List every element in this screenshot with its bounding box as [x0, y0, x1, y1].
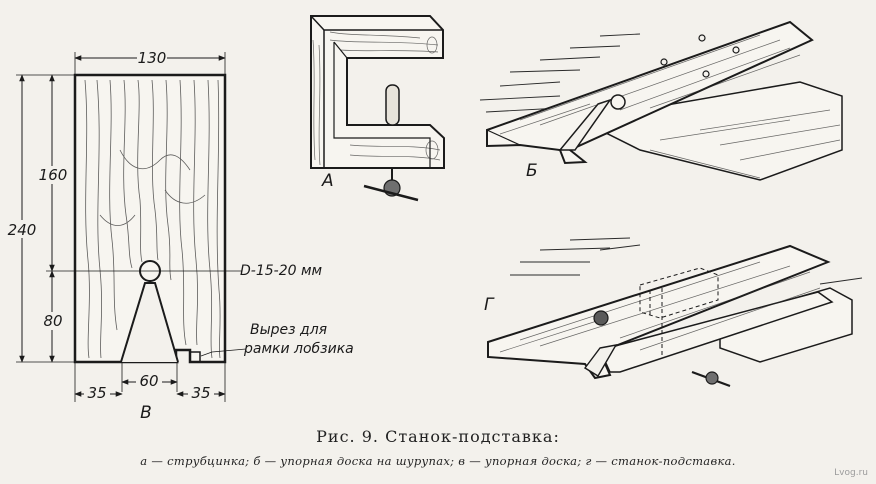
figure-letter-g: Г — [484, 295, 495, 315]
cutout-leader — [200, 348, 247, 357]
stand-hidden-clamp — [639, 267, 719, 356]
table-block — [577, 81, 843, 181]
label-bg — [40, 312, 66, 330]
stand-notch — [583, 344, 618, 377]
clamp-drawing-a: А — [310, 15, 445, 202]
bottom-mid-label: 60 — [139, 372, 158, 390]
clamp-frame — [310, 15, 445, 169]
support-board-edge — [486, 129, 521, 146]
figure-letter-v: В — [140, 403, 152, 423]
board-drawing-v: 130 240 160 80 D-15-20 мм 35 60 35 Вырез… — [4, 48, 354, 423]
stand-hole — [593, 310, 609, 326]
stand-screw-knob — [705, 371, 719, 385]
board-drawing-b: Б — [479, 20, 843, 181]
watermark: Lvog.ru — [834, 468, 868, 478]
wood-grain — [84, 79, 221, 359]
stand-base-board — [598, 291, 834, 373]
label-bg — [136, 372, 162, 388]
cutout-label-line2: рамки лобзика — [243, 341, 354, 357]
clamp-lower-face — [347, 137, 431, 168]
caption-legend: а — струбцинка; б — упорная доска на шур… — [140, 454, 736, 468]
bottom-right-label: 35 — [191, 384, 210, 402]
stand-drawing-g: Г — [484, 237, 863, 388]
label-bg — [84, 384, 110, 400]
figure-letter-a: А — [321, 171, 334, 191]
support-grain — [499, 34, 801, 135]
cutout-label-line1: Вырез для — [250, 322, 327, 338]
label-bg — [4, 220, 40, 238]
figure-letter-b: Б — [526, 161, 538, 181]
clamp-handle — [363, 184, 419, 202]
height-label: 240 — [8, 221, 37, 239]
hole-label: D-15-20 мм — [240, 263, 323, 279]
label-bg — [137, 48, 167, 64]
bottom-left-label: 35 — [87, 384, 106, 402]
caption-title: Рис. 9. Станок-подставка: — [316, 427, 560, 446]
screw-holes — [660, 34, 740, 78]
table-hatching — [479, 33, 641, 113]
stand-top-board — [487, 244, 831, 380]
jigsaw-frame-cutout — [189, 351, 201, 362]
support-hole — [610, 94, 626, 110]
label-bg — [188, 384, 214, 400]
width-label: 130 — [138, 49, 167, 67]
clamp-grain — [312, 31, 441, 166]
stand-table-hatching — [510, 237, 863, 285]
clamp-screw-pad — [385, 84, 400, 126]
label-bg — [38, 166, 68, 184]
lower-label: 80 — [43, 312, 62, 330]
table-grain — [649, 109, 841, 179]
v-notch — [120, 282, 179, 363]
upper-label: 160 — [39, 166, 68, 184]
